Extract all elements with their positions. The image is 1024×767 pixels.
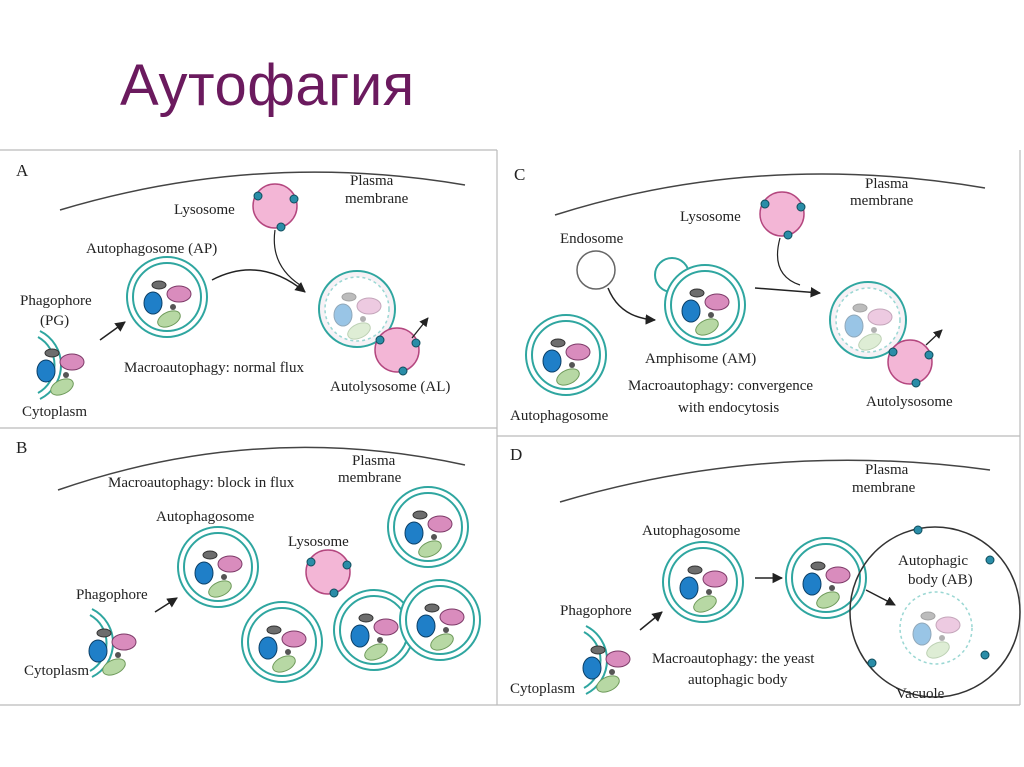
panel-d-plasma-line1: Plasma <box>865 462 909 478</box>
panel-a-autolysosome-label: Autolysosome (AL) <box>330 379 450 395</box>
panel-d-plasma-line2: membrane <box>852 480 916 496</box>
panel-c-lysosome-label: Lysosome <box>680 209 741 225</box>
panel-b-phagophore-label: Phagophore <box>76 587 148 603</box>
panel-a-lysosome-label: Lysosome <box>174 202 235 218</box>
panel-c-autophagosome-label: Autophagosome <box>510 408 609 424</box>
panel-a-autophagosome-label: Autophagosome (AP) <box>86 241 217 257</box>
panel-d-letter: D <box>510 445 522 464</box>
panel-b-caption: Macroautophagy: block in flux <box>108 475 295 491</box>
panel-b-autophagosome-label: Autophagosome <box>156 509 255 525</box>
panel-b-plasma-line1: Plasma <box>352 453 396 469</box>
panel-c-plasma-line2: membrane <box>850 193 914 209</box>
panel-d-vacuole-label: Vacuole <box>896 686 945 702</box>
panel-a-plasma-line2: membrane <box>345 191 409 207</box>
panel-d-ab-line1: Autophagic <box>898 553 968 569</box>
panel-a-plasma-line1: Plasma <box>350 173 394 189</box>
panel-grid <box>0 149 1021 706</box>
panel-d-ab-line2: body (AB) <box>908 572 973 588</box>
panel-a-caption: Macroautophagy: normal flux <box>124 360 304 376</box>
panel-c-amphisome-label: Amphisome (AM) <box>645 351 756 367</box>
panel-b-letter: B <box>16 438 27 457</box>
panel-d: D Plasma membrane Autophagosome Autophag… <box>510 445 1021 702</box>
panel-c-plasma-line1: Plasma <box>865 176 909 192</box>
panel-a-phagophore-line2: (PG) <box>40 313 69 329</box>
panel-c-caption-line2: with endocytosis <box>678 400 779 416</box>
panel-a-phagophore-line1: Phagophore <box>20 293 92 309</box>
panel-d-cytoplasm-label: Cytoplasm <box>510 681 575 697</box>
panel-b-plasma-line2: membrane <box>338 470 402 486</box>
panel-b-cytoplasm-label: Cytoplasm <box>24 663 89 679</box>
panel-d-caption-line1: Macroautophagy: the yeast <box>652 651 815 667</box>
panel-c-letter: C <box>514 165 525 184</box>
panel-a-cytoplasm-label: Cytoplasm <box>22 404 87 420</box>
panel-c-caption-line1: Macroautophagy: convergence <box>628 378 813 394</box>
slide-title: Аутофагия <box>120 53 415 118</box>
panel-a: A Plasma membrane Lysosome Autophagosome… <box>16 161 466 420</box>
panel-b: B Macroautophagy: block in flux Plasma m… <box>16 438 480 682</box>
panel-a-letter: A <box>16 161 29 180</box>
panel-c-autolysosome-label: Autolysosome <box>866 394 953 410</box>
panel-c-endosome-label: Endosome <box>560 231 624 247</box>
panel-b-lysosome-label: Lysosome <box>288 534 349 550</box>
panel-d-caption-line2: autophagic body <box>688 672 788 688</box>
panel-c: C Plasma membrane Lysosome Endosome Amph… <box>510 165 986 424</box>
panel-d-autophagosome-label: Autophagosome <box>642 523 741 539</box>
panel-d-phagophore-label: Phagophore <box>560 603 632 619</box>
